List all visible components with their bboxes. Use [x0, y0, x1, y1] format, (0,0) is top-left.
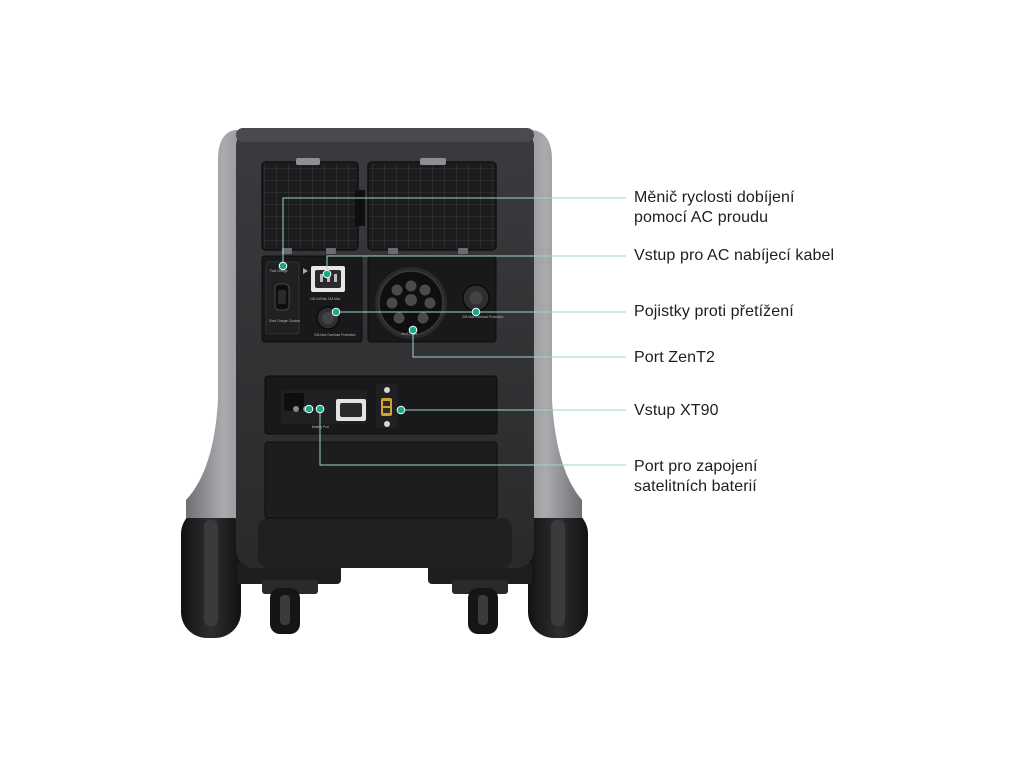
callout-text-line: Port pro zapojení	[634, 458, 758, 475]
callout-label-zent2-port: Port ZenT2	[634, 348, 715, 368]
callout-dot-zent2-port	[408, 325, 418, 335]
leader-line-zent2-port	[412, 330, 626, 358]
ac-input-panel: Fast Charge Slow Charge/ Custom 100-240V…	[261, 255, 363, 343]
callout-dot-xt90-input	[396, 405, 406, 415]
callout-text-line: pomocí AC proudu	[634, 209, 769, 226]
callout-text-line: Měnič ryclosti dobíjení	[634, 189, 795, 206]
callout-dot-battery-b	[315, 404, 325, 414]
callout-dot-fuse-right	[471, 307, 481, 317]
zent2-panel: ZenT2 Port 20A Max Overload Protection	[367, 255, 504, 343]
callout-label-ac-input: Vstup pro AC nabíjecí kabel	[634, 246, 834, 266]
callout-dot-fuse-left	[331, 307, 341, 317]
callout-text-line: Vstup pro AC nabíjecí kabel	[634, 247, 835, 264]
wheel-right	[528, 508, 588, 638]
callout-dot-ac-input	[322, 269, 332, 279]
leader-line-ac-input	[326, 255, 626, 274]
port-cover-left	[261, 158, 359, 254]
callout-text-line: Pojistky proti přetížení	[634, 303, 794, 320]
callout-label-satellite-battery-port: Port pro zapojení satelitních baterií	[634, 457, 758, 497]
callout-leaders	[282, 197, 626, 466]
callout-dot-charge-speed-switch	[278, 261, 288, 271]
slow-charge-text: Slow Charge/ Custom	[269, 319, 300, 323]
callout-dot-battery-a	[304, 404, 314, 414]
callout-label-overload-fuses: Pojistky proti přetížení	[634, 302, 794, 322]
callout-label-charge-speed-switch: Měnič ryclosti dobíjení pomocí AC proudu	[634, 188, 795, 228]
zent2-port-text: ZenT2 Port	[401, 332, 417, 336]
fuse-text: 20A Max Overload Protection	[314, 333, 356, 337]
leader-line-charge-speed-switch	[282, 197, 626, 266]
wheel-left	[181, 508, 241, 638]
port-cover-right	[367, 158, 497, 254]
lower-cover-panel	[264, 441, 498, 519]
caster-right	[428, 562, 532, 634]
caster-left	[237, 562, 341, 634]
callout-text-line: Vstup XT90	[634, 402, 719, 419]
callout-text-line: Port ZenT2	[634, 349, 716, 366]
fast-charge-text: Fast Charge	[270, 269, 288, 273]
ac-rating-text: 100-240Vac 15A Max	[310, 297, 341, 301]
callout-text-line: satelitních baterií	[634, 478, 757, 495]
zent2-fuse-text: 20A Max Overload Protection	[462, 315, 504, 319]
leader-line-satellite-battery-port	[319, 409, 626, 466]
battery-port-panel: Battery Port	[264, 375, 498, 435]
callout-label-xt90-input: Vstup XT90	[634, 401, 719, 421]
callout-dots	[278, 261, 481, 415]
